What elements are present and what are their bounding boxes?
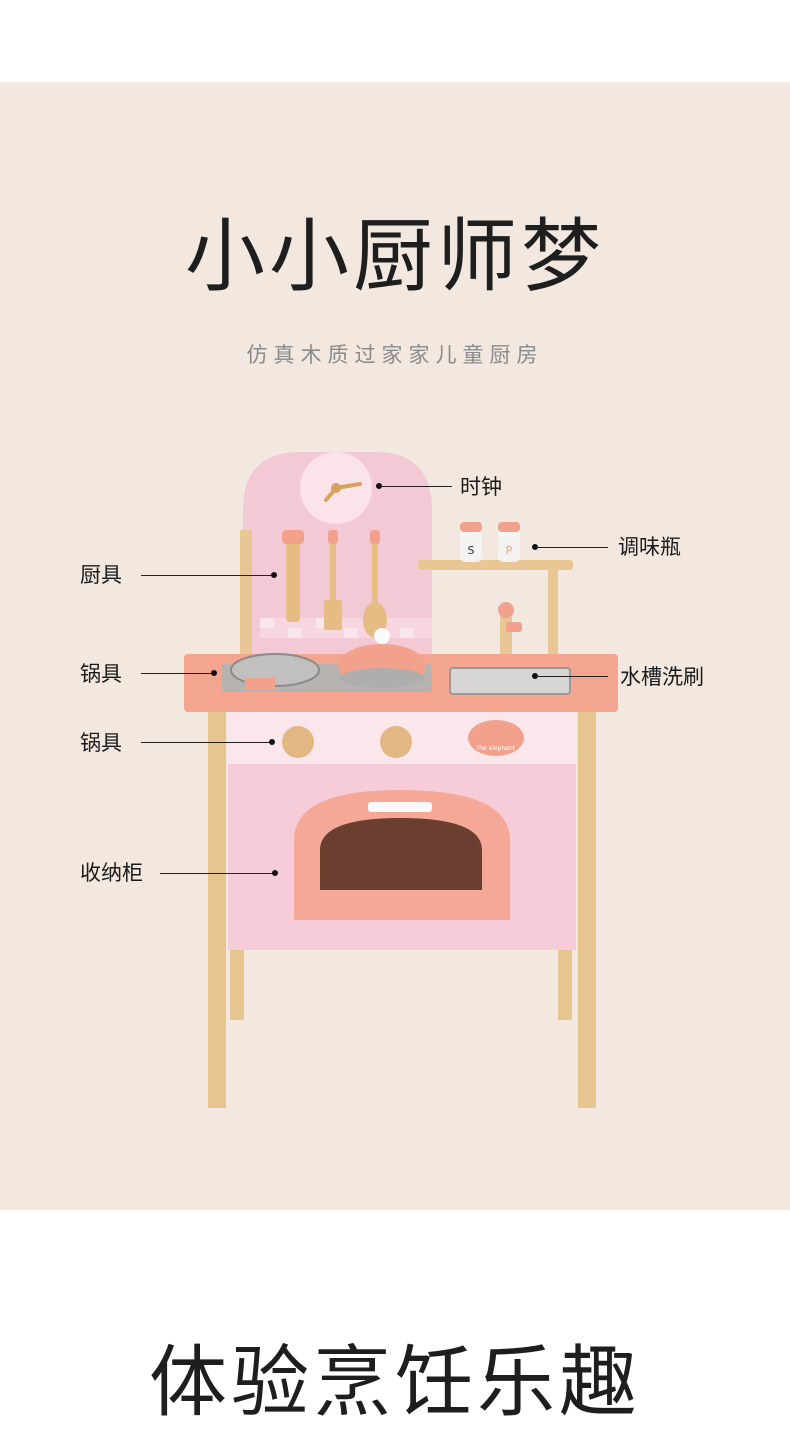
knobs-callout-line bbox=[141, 742, 271, 743]
storage-pointer-dot bbox=[272, 870, 278, 876]
utensils-pointer-dot bbox=[271, 572, 277, 578]
storage-callout-line bbox=[160, 873, 274, 874]
seasoning-pointer-dot bbox=[532, 544, 538, 550]
toy-kitchen-illustration: S P the elephant bbox=[184, 452, 618, 1108]
label-storage: 收纳柜 bbox=[80, 861, 143, 885]
sink bbox=[449, 667, 571, 695]
label-cookware-knobs: 锅具 bbox=[80, 731, 122, 755]
stove-knob-left bbox=[282, 726, 314, 758]
brand-badge: the elephant bbox=[477, 745, 516, 752]
page-title: 小小厨师梦 bbox=[185, 210, 605, 303]
cookware-top-pointer-dot bbox=[211, 670, 217, 676]
page-subtitle: 仿真木质过家家儿童厨房 bbox=[246, 343, 544, 367]
label-seasoning: 调味瓶 bbox=[618, 535, 681, 559]
label-clock: 时钟 bbox=[460, 475, 502, 499]
cookware-top-callout-line bbox=[141, 673, 213, 674]
stove-knob-right bbox=[380, 726, 412, 758]
section-title: 体验烹饪乐趣 bbox=[148, 1338, 641, 1428]
seasoning-callout-line bbox=[536, 547, 608, 548]
side-post-left bbox=[240, 530, 252, 660]
clock-pointer-dot bbox=[376, 483, 382, 489]
salt-shaker-letter: S bbox=[468, 544, 475, 557]
label-sink: 水槽洗刷 bbox=[620, 665, 704, 689]
spice-shelf bbox=[418, 560, 573, 570]
clock-callout-line bbox=[380, 486, 452, 487]
pepper-shaker-letter: P bbox=[506, 544, 513, 557]
leg-right bbox=[578, 712, 596, 1108]
leg-left bbox=[208, 712, 226, 1108]
utensils-callout-line bbox=[141, 575, 273, 576]
sink-callout-line bbox=[536, 676, 608, 677]
label-utensils: 厨具 bbox=[80, 563, 122, 587]
label-cookware-top: 锅具 bbox=[80, 662, 122, 686]
knobs-pointer-dot bbox=[269, 739, 275, 745]
sink-pointer-dot bbox=[532, 673, 538, 679]
